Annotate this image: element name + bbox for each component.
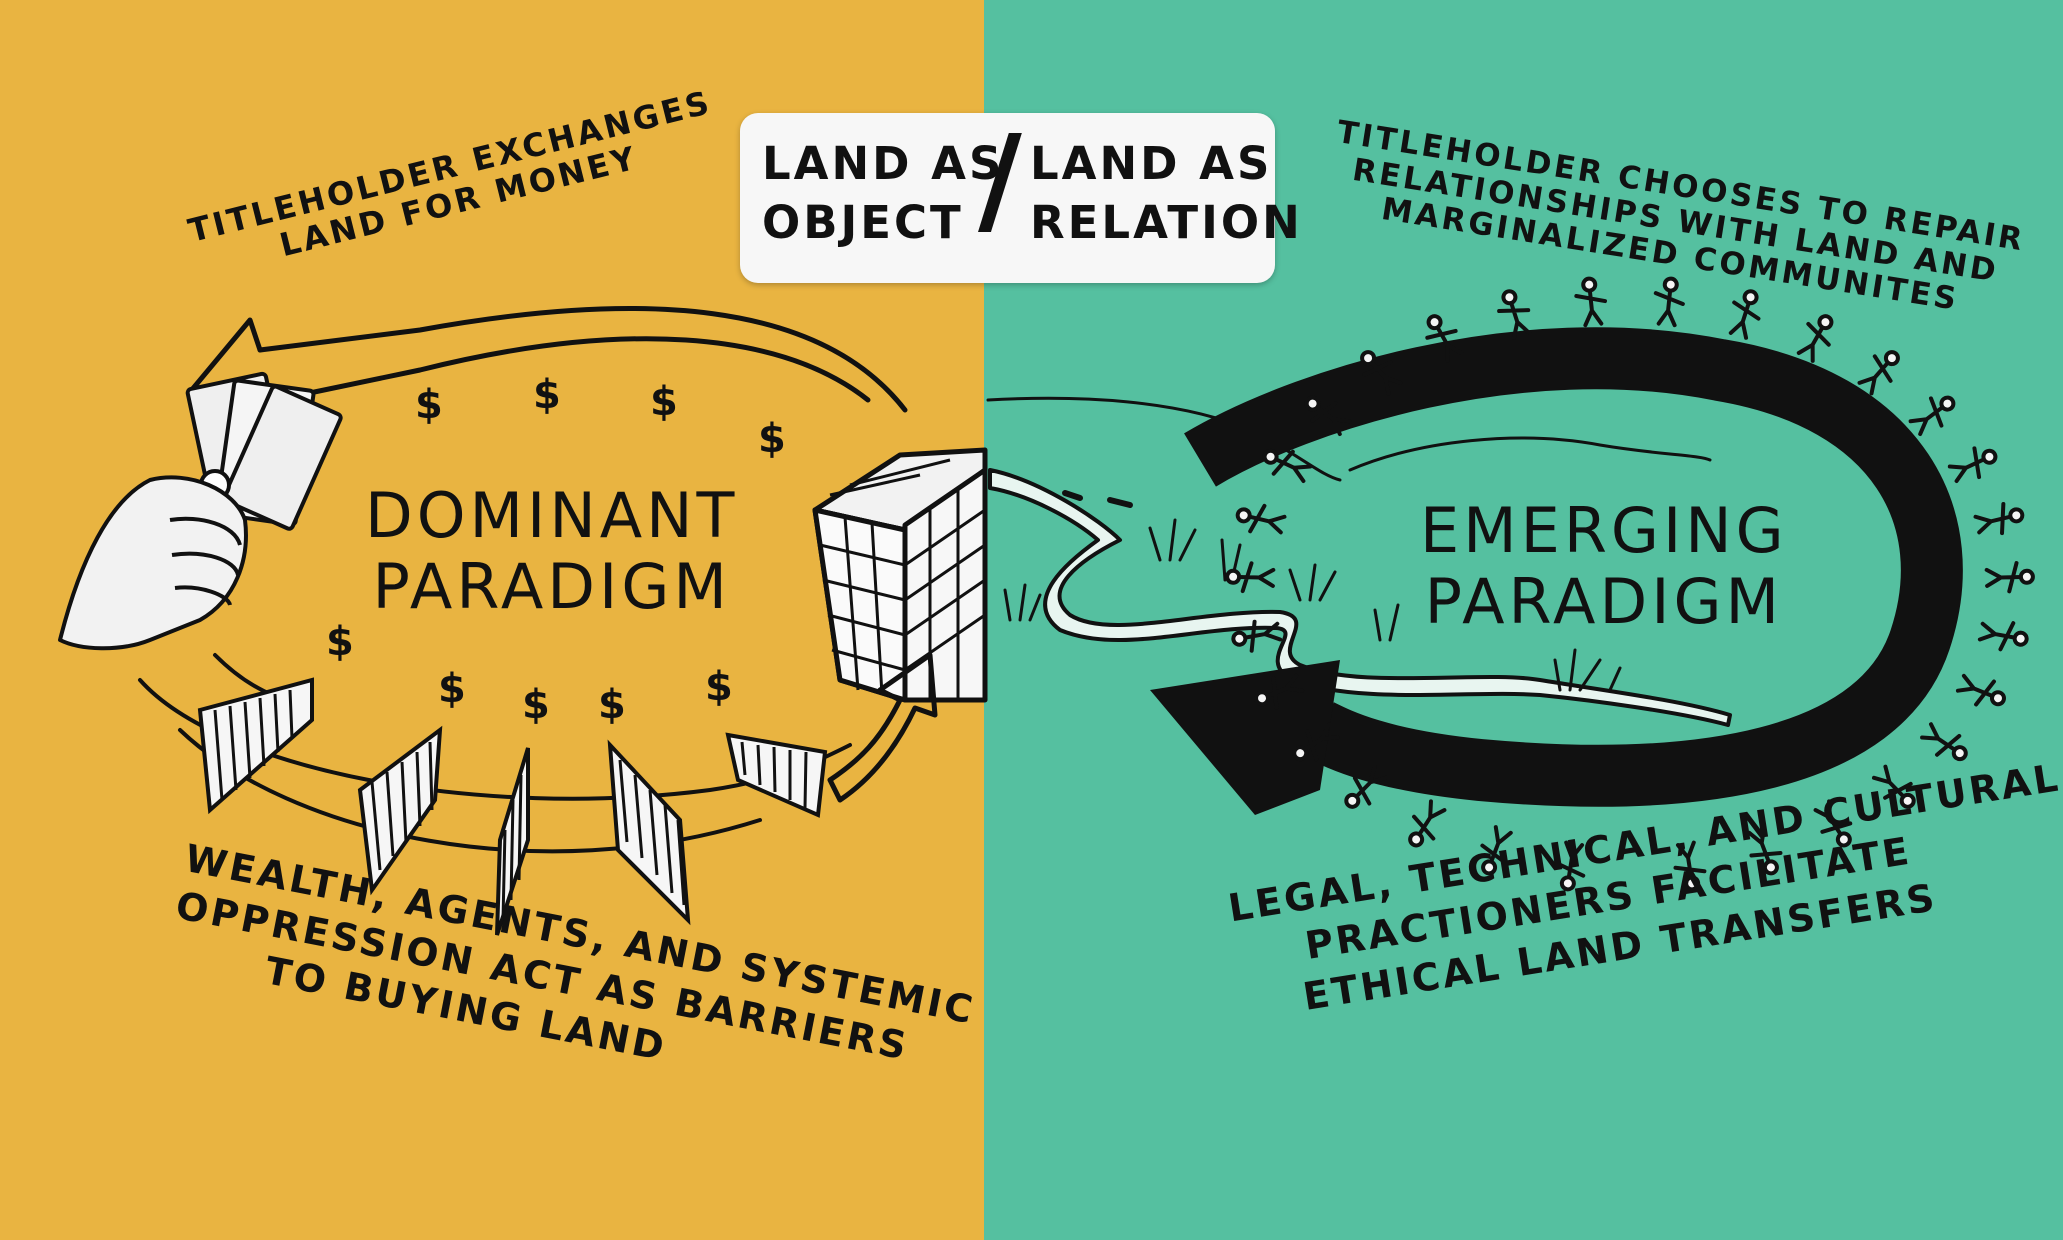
dominant-paradigm-title: DOMINANT PARADIGM	[365, 480, 738, 623]
dollar-sign-icon: $	[522, 682, 550, 728]
title-divider: /	[978, 111, 1022, 250]
person-figure-icon	[1653, 276, 1685, 328]
land-as-relation-label: LAND AS RELATION	[1030, 135, 1303, 252]
person-figure-icon	[1360, 350, 1403, 396]
person-figure-icon	[1747, 825, 1783, 876]
person-figure-icon	[1871, 764, 1916, 809]
barrier-stripes	[213, 689, 808, 921]
title-left-line1: LAND AS	[762, 137, 1005, 190]
dollar-sign-icon: $	[415, 382, 443, 428]
person-figure-icon	[1254, 673, 1305, 710]
person-figure-icon	[1480, 825, 1513, 876]
land-grid-block-icon	[812, 447, 988, 703]
person-figure-icon	[1973, 502, 2025, 536]
dollar-sign-icon: $	[438, 666, 466, 712]
land-as-object-label: LAND AS OBJECT	[762, 135, 1004, 252]
person-figure-icon	[1574, 276, 1608, 328]
hand-with-money-icon	[58, 371, 343, 651]
person-figure-icon	[1425, 314, 1464, 363]
dollar-sign-icon: $	[758, 416, 786, 462]
circular-arrow-icon	[1150, 327, 1963, 815]
person-figure-icon	[1292, 722, 1340, 762]
person-figure-icon	[1262, 448, 1313, 483]
person-figure-icon	[1977, 621, 2029, 652]
title-box: LAND AS OBJECT / LAND AS RELATION	[740, 111, 1300, 283]
person-figure-icon	[1813, 799, 1853, 848]
dominant-title-line2: PARADIGM	[372, 550, 731, 624]
people-holding-hands-icon	[1225, 276, 2035, 892]
emerging-paradigm-title: EMERGING PARADIGM	[1420, 495, 1788, 638]
grass-icon	[1003, 518, 1622, 692]
title-left-line2: OBJECT	[762, 195, 964, 249]
rising-arrow-icon	[827, 652, 938, 803]
river-icon	[988, 468, 1732, 727]
dollar-sign-icon: $	[705, 664, 733, 710]
person-figure-icon	[1408, 799, 1447, 848]
emerging-title-line1: EMERGING	[1420, 494, 1788, 567]
emerging-title-line2: PARADIGM	[1424, 565, 1784, 639]
person-figure-icon	[1554, 840, 1586, 892]
dollar-sign-icon: $	[650, 379, 678, 425]
title-right-line2: RELATION	[1030, 195, 1303, 249]
person-figure-icon	[1920, 722, 1968, 762]
person-figure-icon	[1497, 289, 1532, 340]
person-figure-icon	[1796, 314, 1834, 363]
dollar-signs-lower: $ $ $ $ $	[326, 619, 733, 728]
dollar-signs-upper: $ $ $ $	[415, 372, 786, 462]
person-figure-icon	[1984, 561, 2035, 594]
person-figure-icon	[1344, 764, 1389, 809]
person-figure-icon	[1231, 619, 1283, 653]
person-figure-icon	[1673, 840, 1707, 892]
dollar-sign-icon: $	[326, 619, 354, 665]
dominant-title-line1: DOMINANT	[365, 479, 739, 552]
person-figure-icon	[1955, 673, 2006, 707]
dollar-sign-icon: $	[598, 682, 626, 728]
title-right-line1: LAND AS	[1030, 137, 1273, 190]
dollar-sign-icon: $	[533, 372, 561, 418]
person-figure-icon	[1728, 289, 1761, 340]
person-figure-icon	[1235, 503, 1287, 535]
person-figure-icon	[1225, 561, 1276, 594]
person-figure-icon	[1304, 395, 1352, 437]
person-figure-icon	[1857, 350, 1900, 396]
person-figure-icon	[1947, 446, 1998, 483]
person-figure-icon	[1908, 395, 1956, 437]
